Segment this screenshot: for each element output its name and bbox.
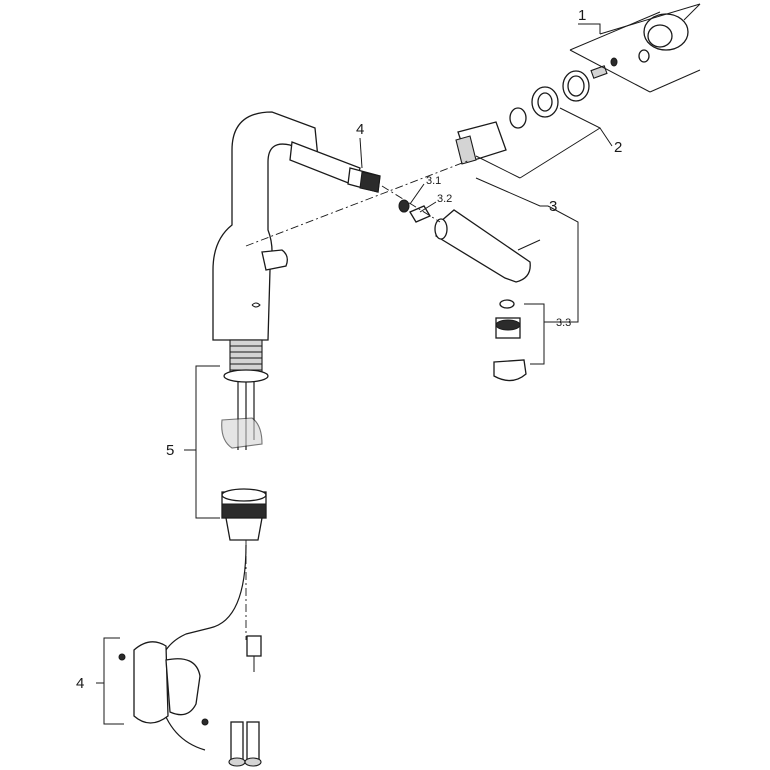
faucet-body <box>212 111 361 450</box>
aerator-part <box>493 299 527 382</box>
callout-2: 2 <box>614 139 622 156</box>
mounting-set-part <box>221 417 267 541</box>
callout-3-1: 3.1 <box>426 175 441 187</box>
callout-1: 1 <box>578 7 586 24</box>
leader-lines <box>96 3 701 725</box>
pull-out-spray-part <box>398 199 531 283</box>
hose-nipple-part <box>347 167 381 193</box>
handle-cap-part <box>590 3 701 79</box>
callout-5: 5 <box>166 442 174 459</box>
callout-3: 3 <box>549 198 557 215</box>
hose-support-part <box>118 544 262 767</box>
callout-4-top: 4 <box>356 121 364 138</box>
callout-4-bottom: 4 <box>76 675 84 692</box>
callout-3-3: 3.3 <box>556 317 571 329</box>
cartridge-part <box>455 70 590 165</box>
callout-3-2: 3.2 <box>437 193 452 205</box>
